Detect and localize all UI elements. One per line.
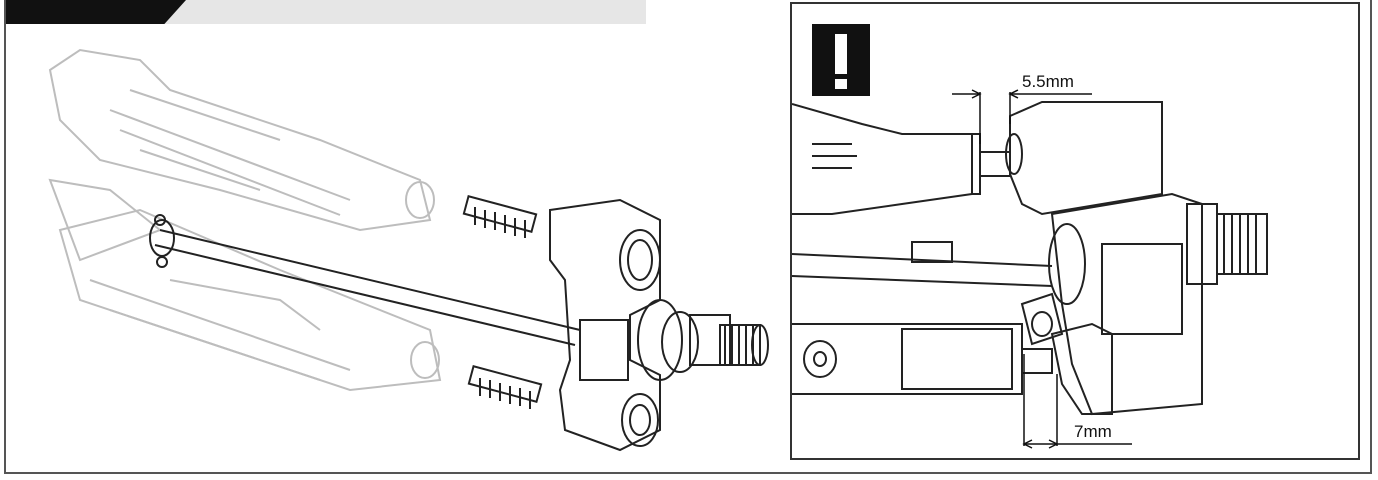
dimension-label-lower: 7mm <box>1074 422 1112 441</box>
exclamation-icon <box>812 24 870 96</box>
detail-inset: 5.5mm 7mm <box>790 2 1360 460</box>
rear-hub-assembly-illustration <box>48 48 769 452</box>
manual-frame <box>4 0 1372 474</box>
spacing-detail-illustration <box>792 89 1268 449</box>
dimension-label-upper: 5.5mm <box>1022 72 1074 91</box>
step-number-tab <box>6 0 186 24</box>
